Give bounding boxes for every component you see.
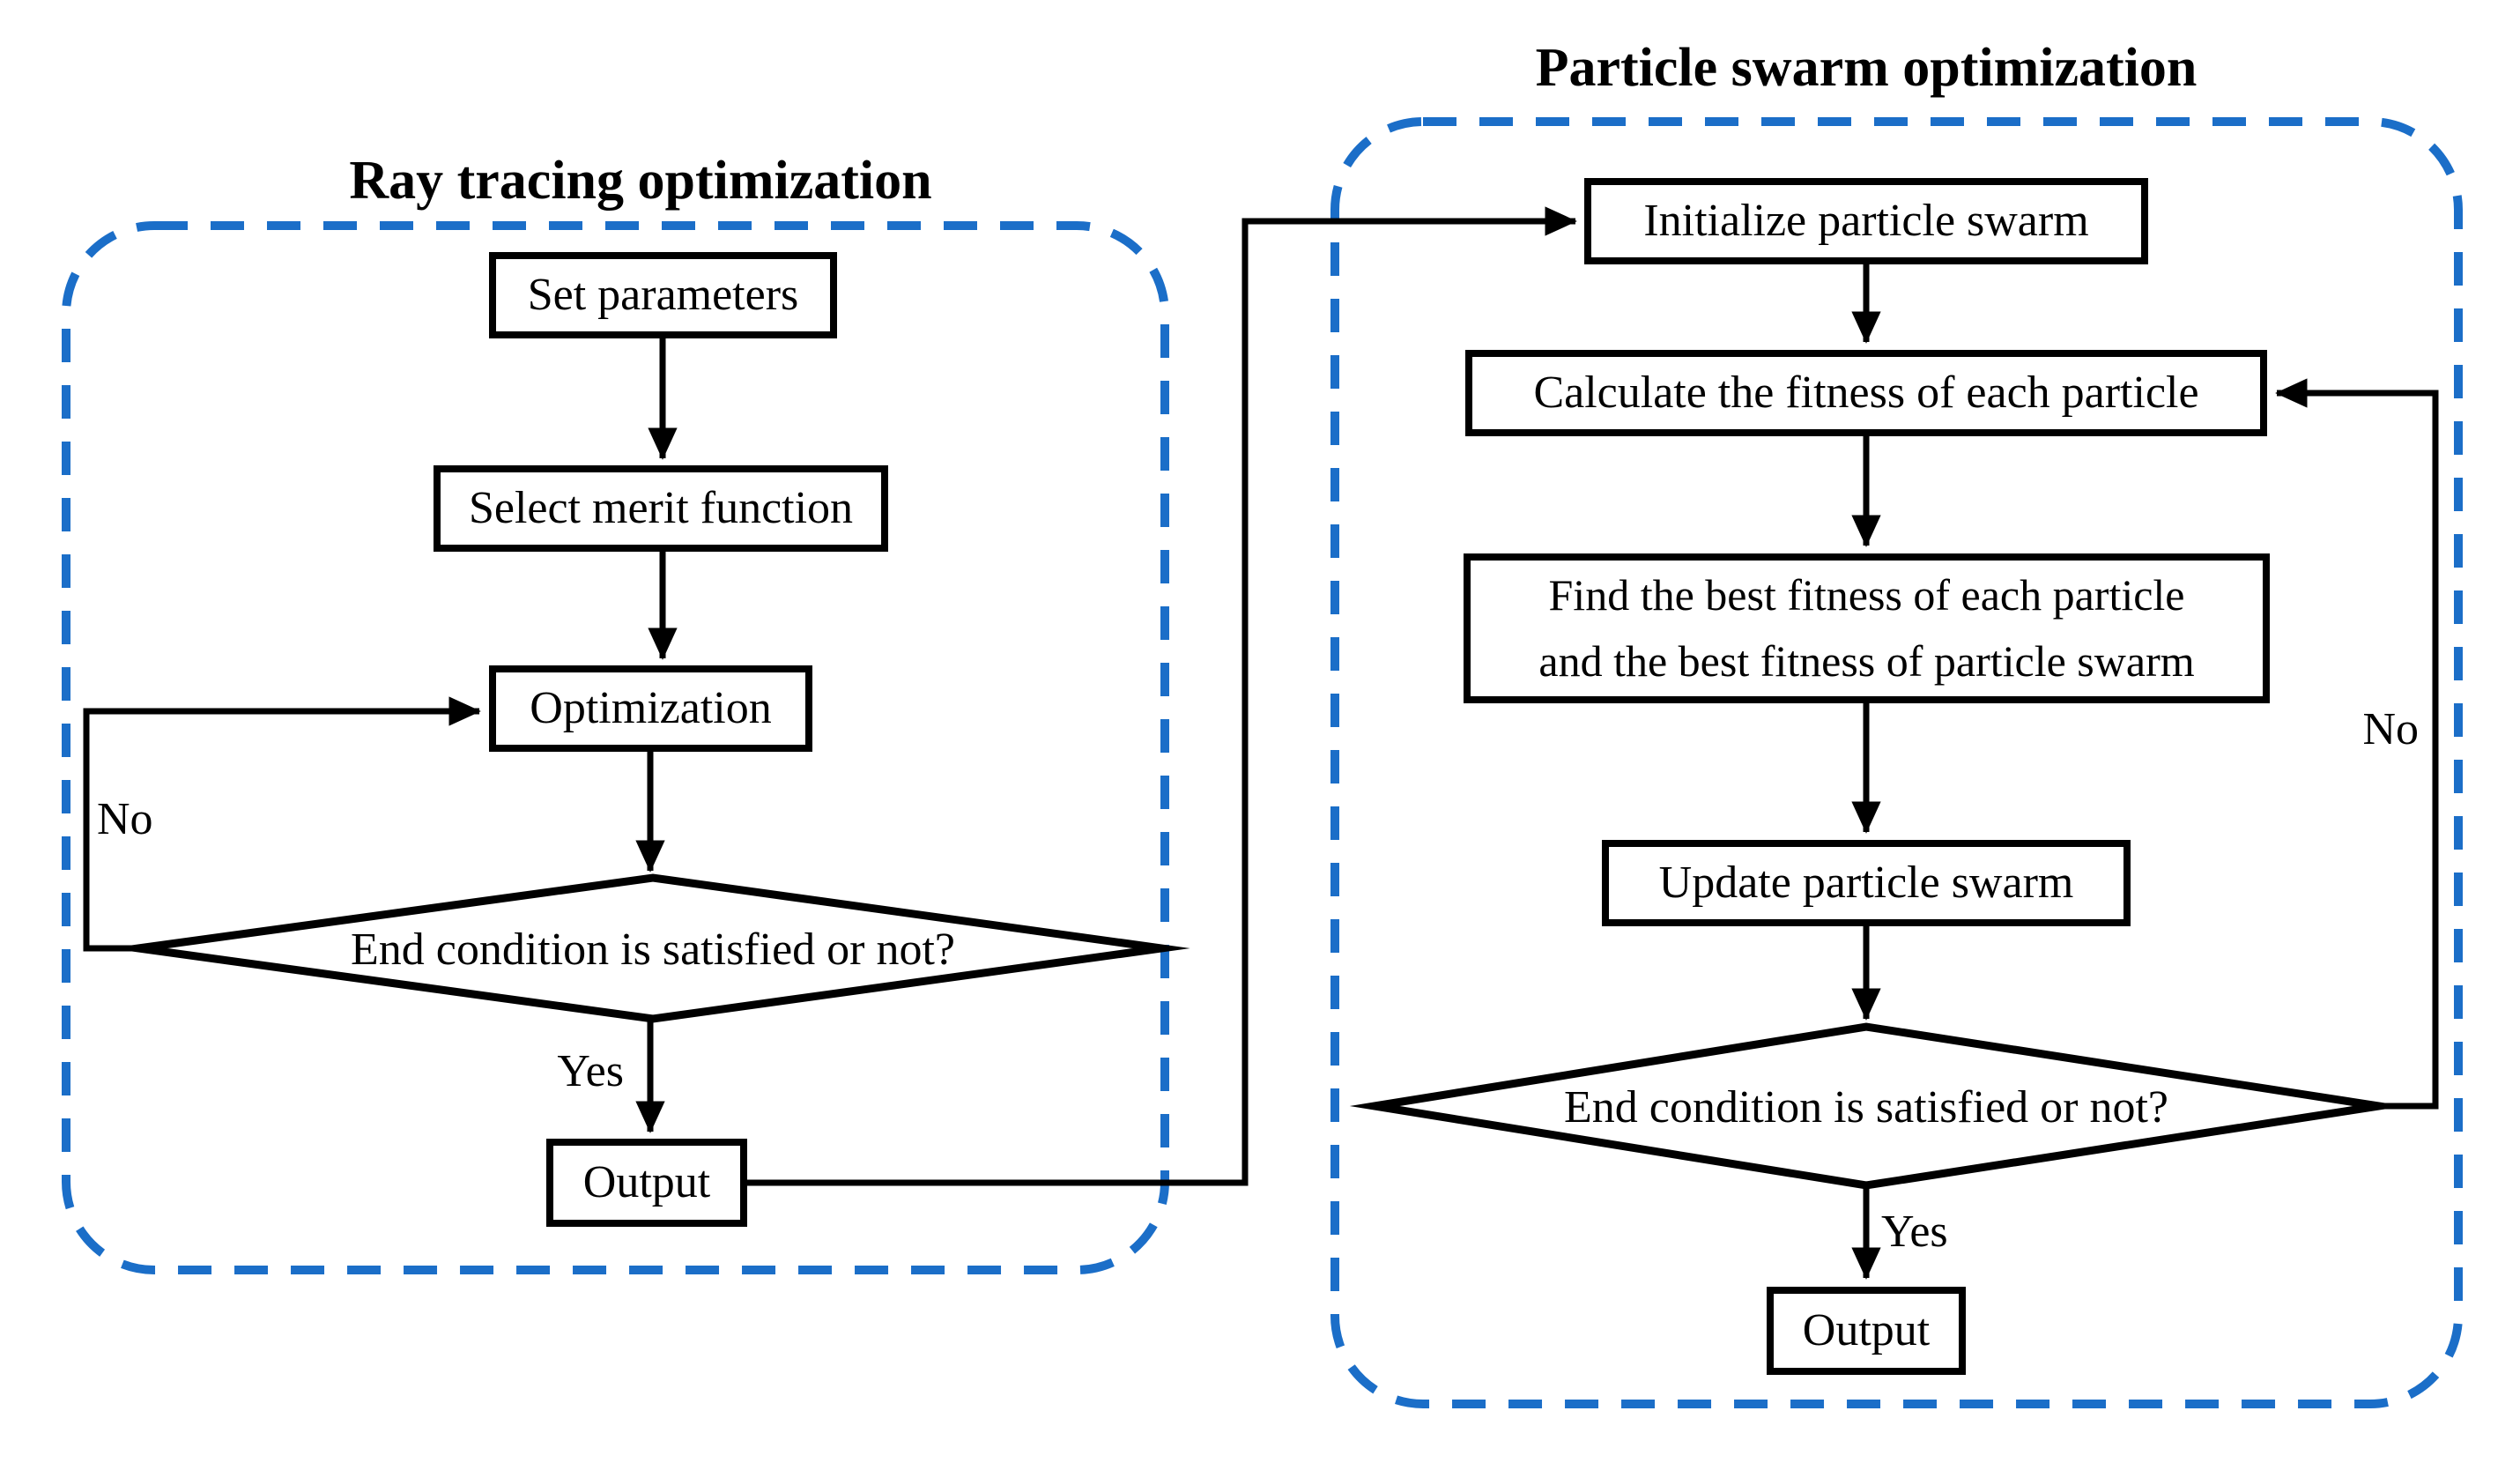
node-optimization: Optimization	[489, 665, 812, 752]
find-best-line1: Find the best fitness of each particle	[1548, 570, 2185, 620]
node-set-parameters: Set parameters	[489, 252, 837, 338]
node-optimization-label: Optimization	[530, 683, 772, 734]
node-find-best-fitness: Find the best fitness of each particle a…	[1464, 553, 2270, 703]
ray-tracing-panel-border	[62, 221, 1169, 1274]
node-initialize-swarm-label: Initialize particle swarm	[1643, 196, 2089, 247]
ray-tracing-title: Ray tracing optimization	[349, 151, 932, 211]
decision-diamond-left	[108, 873, 1190, 1023]
no-label-right: No	[2362, 704, 2419, 754]
decision-diamond-right	[1349, 1022, 2405, 1190]
decision-text-left: End condition is satisfied or not?	[350, 925, 955, 975]
node-select-merit-function: Select merit function	[434, 465, 888, 552]
no-label-left: No	[97, 794, 153, 844]
yes-label-left: Yes	[557, 1046, 624, 1096]
yes-label-right: Yes	[1881, 1207, 1948, 1257]
node-calculate-fitness-label: Calculate the fitness of each particle	[1533, 368, 2199, 419]
node-output-right: Output	[1767, 1287, 1966, 1375]
node-set-parameters-label: Set parameters	[527, 270, 799, 321]
node-output-left-label: Output	[582, 1157, 711, 1208]
connector-output-to-initialize	[747, 206, 1577, 1186]
node-select-merit-function-label: Select merit function	[468, 483, 854, 534]
pso-panel-border	[1330, 117, 2463, 1408]
node-find-best-fitness-label: Find the best fitness of each particle a…	[1538, 562, 2194, 694]
find-best-line2: and the best fitness of particle swarm	[1538, 636, 2195, 686]
node-output-left: Output	[546, 1139, 747, 1227]
node-update-swarm: Update particle swarm	[1602, 840, 2131, 926]
pso-title: Particle swarm optimization	[1535, 38, 2198, 98]
node-initialize-swarm: Initialize particle swarm	[1584, 178, 2148, 264]
node-calculate-fitness: Calculate the fitness of each particle	[1465, 350, 2267, 436]
node-update-swarm-label: Update particle swarm	[1658, 858, 2074, 909]
decision-text-right: End condition is satisfied or not?	[1563, 1082, 2168, 1133]
node-output-right-label: Output	[1802, 1305, 1931, 1356]
no-loop-right	[2275, 378, 2439, 1110]
